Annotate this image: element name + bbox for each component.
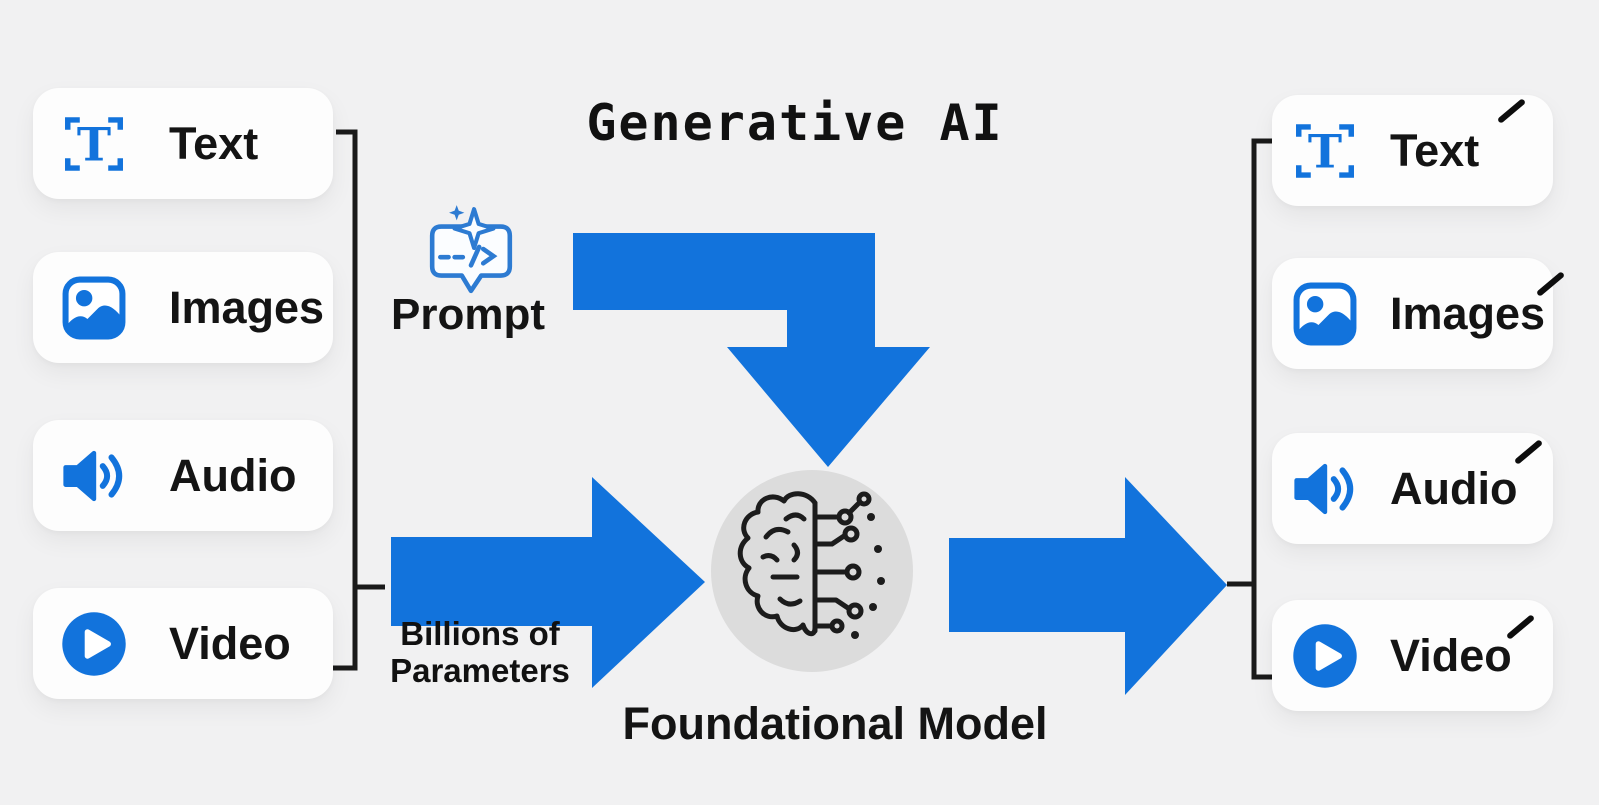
output-arrow bbox=[949, 477, 1227, 695]
input-card-video: Video bbox=[33, 588, 333, 699]
page-title: Generative AI bbox=[586, 94, 1004, 152]
input-card-label: Video bbox=[169, 617, 291, 669]
output-bracket bbox=[1227, 138, 1280, 680]
model-circle bbox=[711, 470, 913, 672]
output-card-text: T Text bbox=[1272, 95, 1553, 206]
brain-circuit-icon bbox=[737, 491, 885, 639]
parameters-arrow bbox=[391, 477, 705, 688]
text-scan-icon: T bbox=[59, 109, 129, 179]
input-card-text: T Text bbox=[33, 88, 333, 199]
input-bracket bbox=[325, 129, 385, 671]
play-circle-icon bbox=[1290, 621, 1360, 691]
image-icon bbox=[59, 273, 129, 343]
input-card-label: Audio bbox=[169, 449, 297, 501]
input-card-audio: Audio bbox=[33, 420, 333, 531]
speaker-icon bbox=[59, 441, 129, 511]
prompt-label: Prompt bbox=[391, 290, 545, 339]
model-label: Foundational Model bbox=[622, 698, 1048, 749]
prompt-arrow bbox=[573, 233, 930, 467]
input-card-images: Images bbox=[33, 252, 333, 363]
output-card-label: Text bbox=[1390, 124, 1480, 176]
output-card-audio: Audio bbox=[1272, 433, 1553, 544]
output-card-label: Images bbox=[1390, 287, 1546, 339]
parameters-label: Billions of Parameters bbox=[374, 615, 586, 690]
parameters-line2: Parameters bbox=[390, 652, 570, 690]
generated-mark-icon bbox=[1496, 98, 1527, 124]
input-card-label: Images bbox=[169, 281, 325, 333]
generated-mark-icon bbox=[1505, 614, 1536, 640]
image-icon bbox=[1290, 279, 1360, 349]
svg-text:T: T bbox=[1308, 124, 1342, 178]
prompt-sparkle-bubble-icon bbox=[424, 202, 518, 298]
output-card-video: Video bbox=[1272, 600, 1553, 711]
output-card-images: Images bbox=[1272, 258, 1566, 369]
input-card-label: Text bbox=[169, 117, 259, 169]
parameters-line1: Billions of bbox=[400, 615, 560, 652]
generated-mark-icon bbox=[1513, 439, 1544, 465]
output-card-label: Audio bbox=[1390, 462, 1518, 514]
play-circle-icon bbox=[59, 609, 129, 679]
speaker-icon bbox=[1290, 454, 1360, 524]
svg-text:T: T bbox=[77, 117, 111, 171]
text-scan-icon: T bbox=[1290, 116, 1360, 186]
output-card-label: Video bbox=[1390, 629, 1512, 681]
